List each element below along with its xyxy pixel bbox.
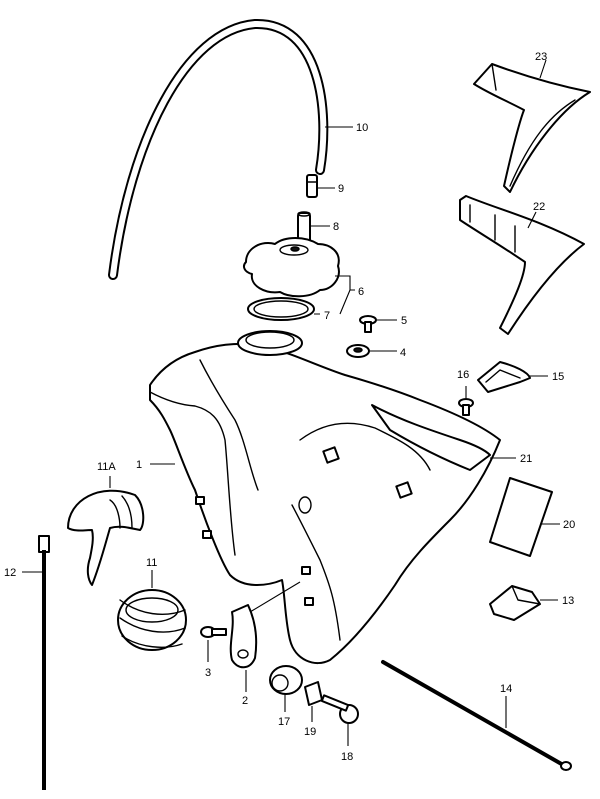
fuel-tank (149, 330, 501, 665)
cable-tie-12 (38, 535, 50, 790)
cable-tie-14 (381, 660, 572, 771)
callout-4: 4 (400, 347, 406, 359)
callout-21: 21 (520, 453, 532, 465)
callout-20: 20 (563, 519, 575, 531)
callout-17: 17 (278, 716, 290, 728)
callout-14: 14 (500, 683, 512, 695)
mounting-screw (359, 315, 377, 333)
callout-16: 16 (457, 369, 469, 381)
callout-15: 15 (552, 371, 564, 383)
callout-19: 19 (304, 726, 316, 738)
breather-hose (108, 18, 329, 280)
callout-10: 10 (356, 122, 368, 134)
leader-lines (22, 59, 560, 746)
callout-3: 3 (205, 667, 211, 679)
callout-6: 6 (358, 286, 364, 298)
callout-labels: 1 2 3 4 5 6 7 8 9 10 11 11A 12 13 14 15 … (4, 51, 575, 763)
callout-9: 9 (338, 183, 344, 195)
grommet (346, 344, 370, 358)
callout-12: 12 (4, 567, 16, 579)
rubber-strap (477, 361, 531, 393)
callout-22: 22 (533, 201, 545, 213)
callout-2: 2 (242, 695, 248, 707)
shroud-decal-upper (473, 63, 591, 193)
inner-pad (371, 404, 491, 471)
callout-13: 13 (562, 595, 574, 607)
tank-bracket (229, 604, 258, 669)
callout-8: 8 (333, 221, 339, 233)
hose-joint (306, 174, 318, 198)
collar (304, 681, 323, 706)
mount-bolt (320, 694, 359, 724)
fuel-cap (243, 237, 340, 298)
shroud-decal-lower (459, 195, 585, 335)
callout-23: 23 (535, 51, 547, 63)
callout-5: 5 (401, 315, 407, 327)
strap-bolt (458, 398, 474, 416)
callout-1: 1 (136, 459, 142, 471)
cap-gasket (247, 297, 315, 321)
cushion-pad (489, 477, 553, 557)
hose-clip (489, 585, 541, 621)
callout-11a: 11A (97, 461, 116, 473)
tank-cover-11a (67, 489, 145, 586)
rubber-sleeve (117, 589, 187, 651)
bracket-bolt (200, 626, 227, 638)
rubber-mount (269, 665, 303, 695)
callout-7: 7 (324, 310, 330, 322)
callout-18: 18 (341, 751, 353, 763)
callout-11: 11 (146, 557, 157, 569)
